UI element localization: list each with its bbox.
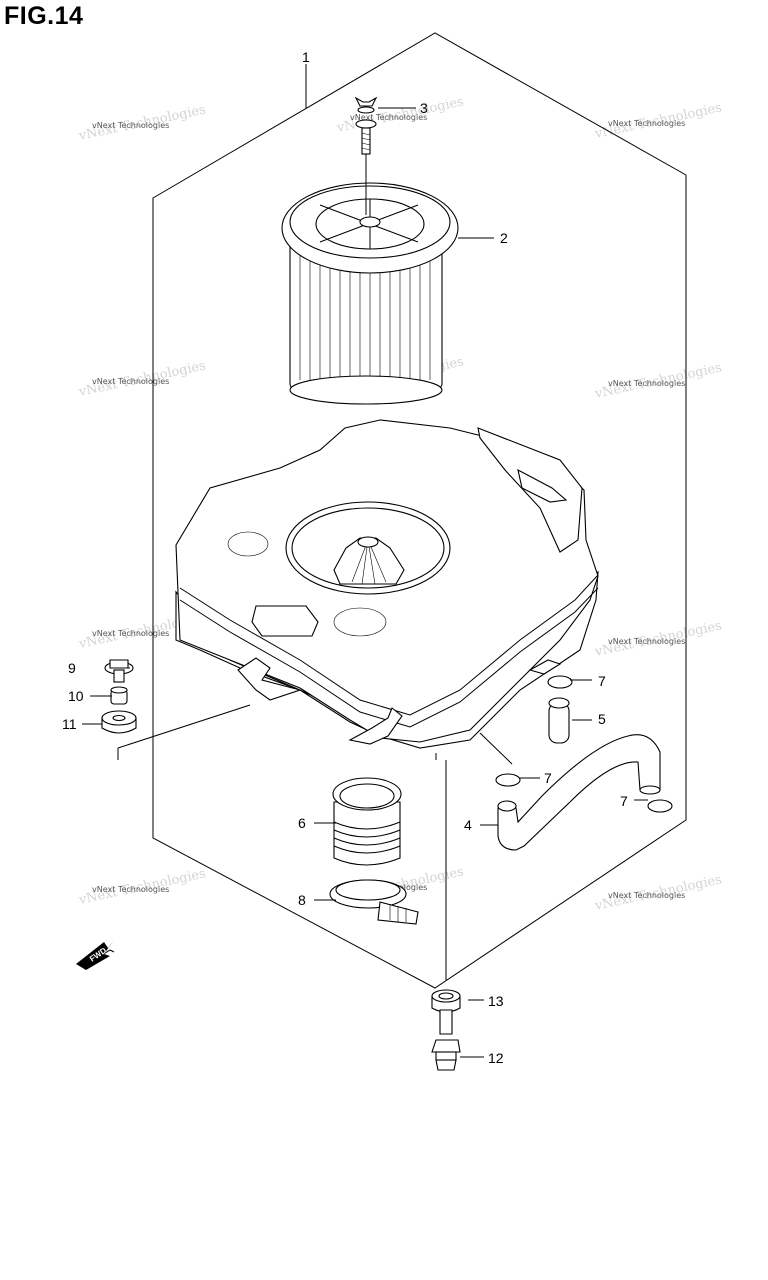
callout-10: 10 [68,688,84,704]
clip-clamp [495,675,673,813]
watermark-text: vNext Technologies [608,891,685,900]
air-cleaner-case [175,419,599,749]
watermark-text: vNext Technologies [608,637,685,646]
mount-bolt [104,659,134,683]
collar [110,686,128,705]
cushion [101,710,137,734]
watermark-text: vNext Technologies [608,119,685,128]
callout-2: 2 [500,230,508,246]
assembly-outline [152,32,687,989]
breather-hose [497,734,661,851]
callout-4: 4 [464,817,472,833]
watermark-text: vNext Technologies [92,377,169,386]
figure-title: FIG.14 [4,2,84,30]
watermark-text: vNext Technologies [92,885,169,894]
callout-7: 7 [598,673,606,689]
callout-1: 1 [302,49,310,65]
callout-13: 13 [488,993,504,1009]
callout-7: 7 [620,793,628,809]
callout-3: 3 [420,100,428,116]
fwd-arrow: FWD [76,940,115,970]
air-filter-element [281,182,459,405]
callout-12: 12 [488,1050,504,1066]
leader-lines [82,64,648,1058]
grommet [431,989,461,1013]
callout-9: 9 [68,660,76,676]
callout-5: 5 [598,711,606,727]
watermark-text: vNext Technologies [92,629,169,638]
intake-joint [332,777,402,866]
watermark-text: vNext Technologies [608,379,685,388]
callout-6: 6 [298,815,306,831]
callout-11: 11 [62,716,77,732]
callout-7: 7 [544,770,552,786]
watermark-text: vNext Technologies [350,113,427,122]
hose-clamp [329,879,419,925]
watermark-text: vNext Technologies [92,121,169,130]
callout-8: 8 [298,892,306,908]
wing-bolt [354,96,378,215]
drain-tube [548,697,570,744]
drain-plug [431,1009,461,1071]
callout-labels: 1 2 3 4 5 6 7 7 7 8 9 10 11 12 13 [62,49,628,1066]
